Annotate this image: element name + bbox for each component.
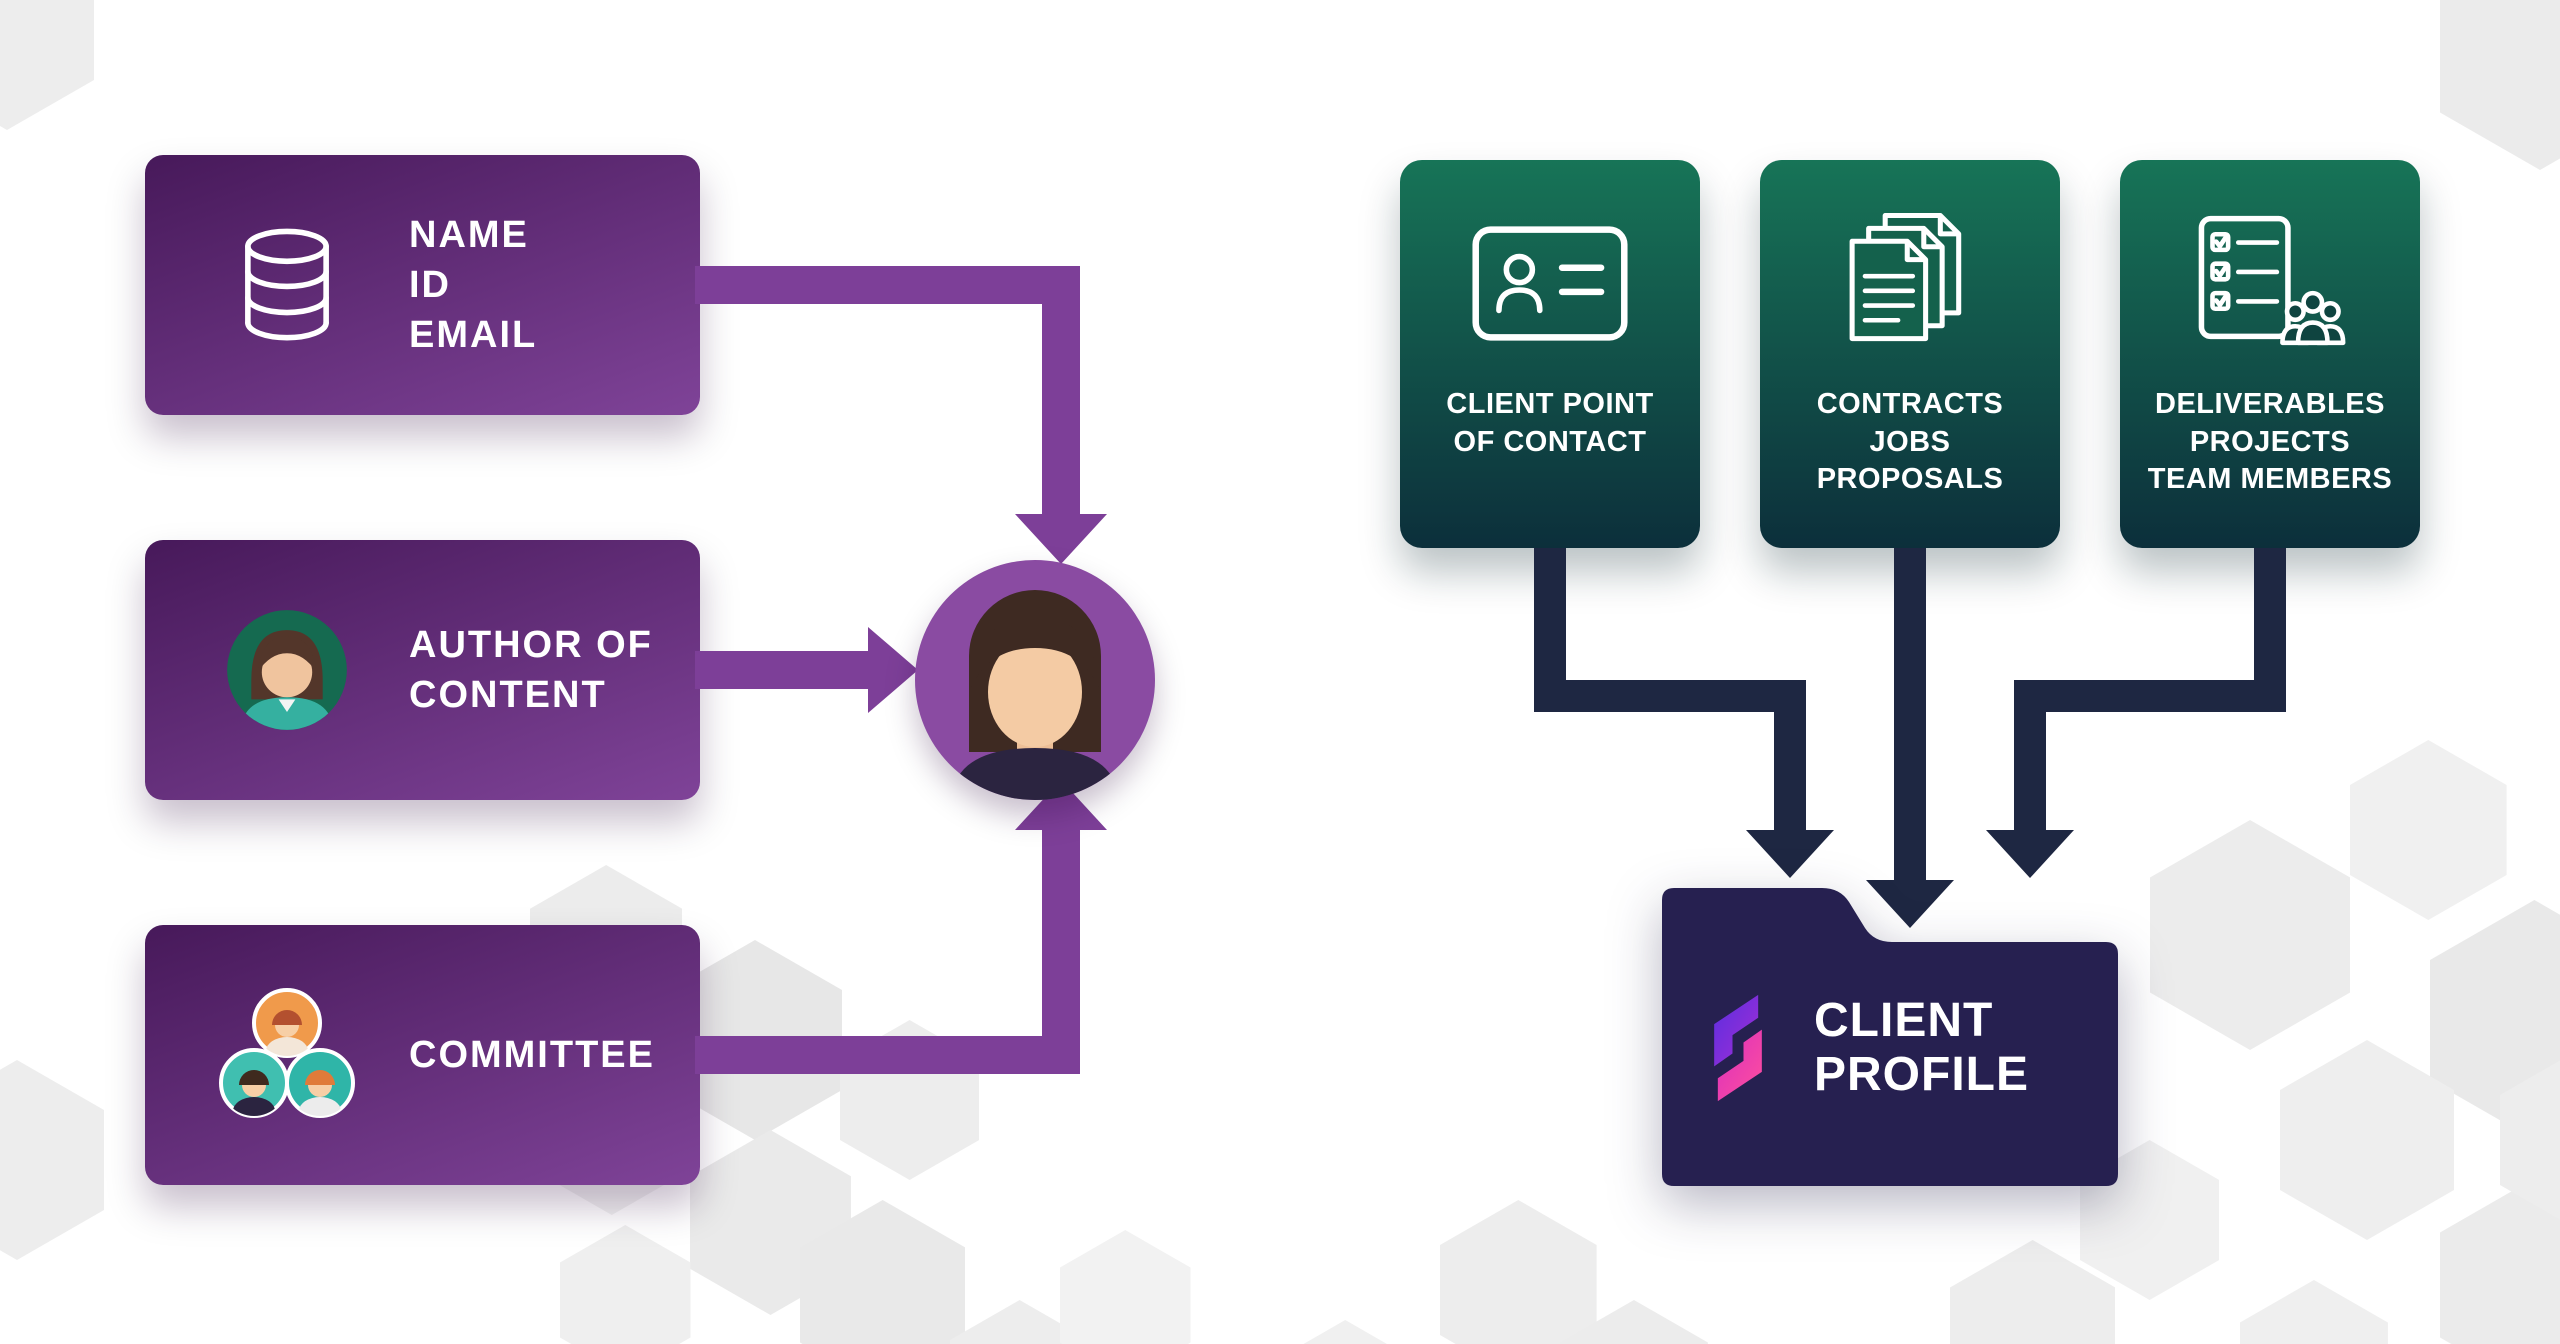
source-box-deliverables: DELIVERABLES PROJECTS TEAM MEMBERS [2120,160,2420,548]
folder-content: CLIENT PROFILE [1692,968,2102,1128]
label-line: ID [409,263,451,306]
label-line: NAME [409,213,529,256]
hexagon-decoration [2350,740,2507,920]
woman-avatar [915,560,1155,800]
label-line: EMAIL [409,314,538,357]
client-profile-folder [1662,888,2118,1186]
client-profile-label: CLIENT PROFILE [1814,994,2029,1102]
hexagon-decoration [1060,1230,1191,1344]
label-line: JOBS [1869,425,1951,458]
source-box-contracts: CONTRACTS JOBS PROPOSALS [1760,160,2060,548]
label-line: AUTHOR OF [409,623,653,666]
arrowhead-down-icon [1986,830,2074,878]
arrow-identity-to-avatar [695,266,1080,304]
hexagon-decoration [2280,1040,2454,1240]
documents-icon [1841,198,1979,368]
arrow-contact-to-folder [1534,680,1806,712]
arrow-author-to-avatar [695,651,870,689]
label-line: PROPOSALS [1816,463,2004,496]
client-profile-logo [1714,994,1762,1102]
checklist-team-icon [2194,198,2346,368]
source-box-client-contact: CLIENT POINT OF CONTACT [1400,160,1700,548]
hexagon-decoration [2240,1280,2388,1344]
source-box-identity: NAME ID EMAIL [145,155,700,415]
hexagon-decoration [0,0,94,130]
hexagon-decoration [2440,0,2560,170]
arrowhead-right-icon [868,627,918,713]
arrow-deliverables-to-folder [2014,680,2286,712]
label-line: CLIENT [1814,994,1994,1048]
arrowhead-down-icon [1015,514,1107,564]
label-line: CONTRACTS [1816,388,2004,420]
arrow-identity-to-avatar [1042,266,1080,516]
hexagon-decoration [560,1225,691,1344]
hexagon-decoration [1440,1200,1597,1344]
deliverables-label: DELIVERABLES PROJECTS TEAM MEMBERS [2148,386,2392,499]
arrowhead-down-icon [1866,880,1954,928]
label-line: CLIENT POINT [1446,388,1654,420]
hexagon-decoration [1280,1320,1411,1344]
identity-label: NAME ID EMAIL [409,210,537,360]
client-contact-label: CLIENT POINT OF CONTACT [1446,386,1653,461]
label-line: PROFILE [1814,1048,2030,1101]
author-label: AUTHOR OF CONTENT [409,620,653,720]
label-line: COMMITTEE [409,1033,655,1076]
arrow-deliverables-to-folder [2014,680,2046,832]
label-line: DELIVERABLES [2155,388,2385,420]
id-card-icon [1471,198,1629,368]
contracts-label: CONTRACTS JOBS PROPOSALS [1817,386,2004,499]
label-line: PROJECTS [2189,425,2351,458]
label-line: TEAM MEMBERS [2147,463,2393,496]
source-box-author: AUTHOR OF CONTENT [145,540,700,800]
committee-icon [207,985,367,1125]
arrow-contact-to-folder [1774,680,1806,832]
arrow-committee-to-avatar [1042,828,1080,1074]
arrow-committee-to-avatar [695,1036,1080,1074]
author-avatar-icon [207,607,367,733]
label-line: OF CONTACT [1453,425,1647,458]
arrowhead-down-icon [1746,830,1834,878]
database-icon [207,224,367,347]
arrow-contracts-to-folder [1894,548,1926,882]
label-line: CONTENT [409,674,607,716]
source-box-committee: COMMITTEE [145,925,700,1185]
committee-label: COMMITTEE [409,1030,655,1080]
hexagon-decoration [0,1060,104,1260]
hexagon-decoration [2150,820,2351,1050]
